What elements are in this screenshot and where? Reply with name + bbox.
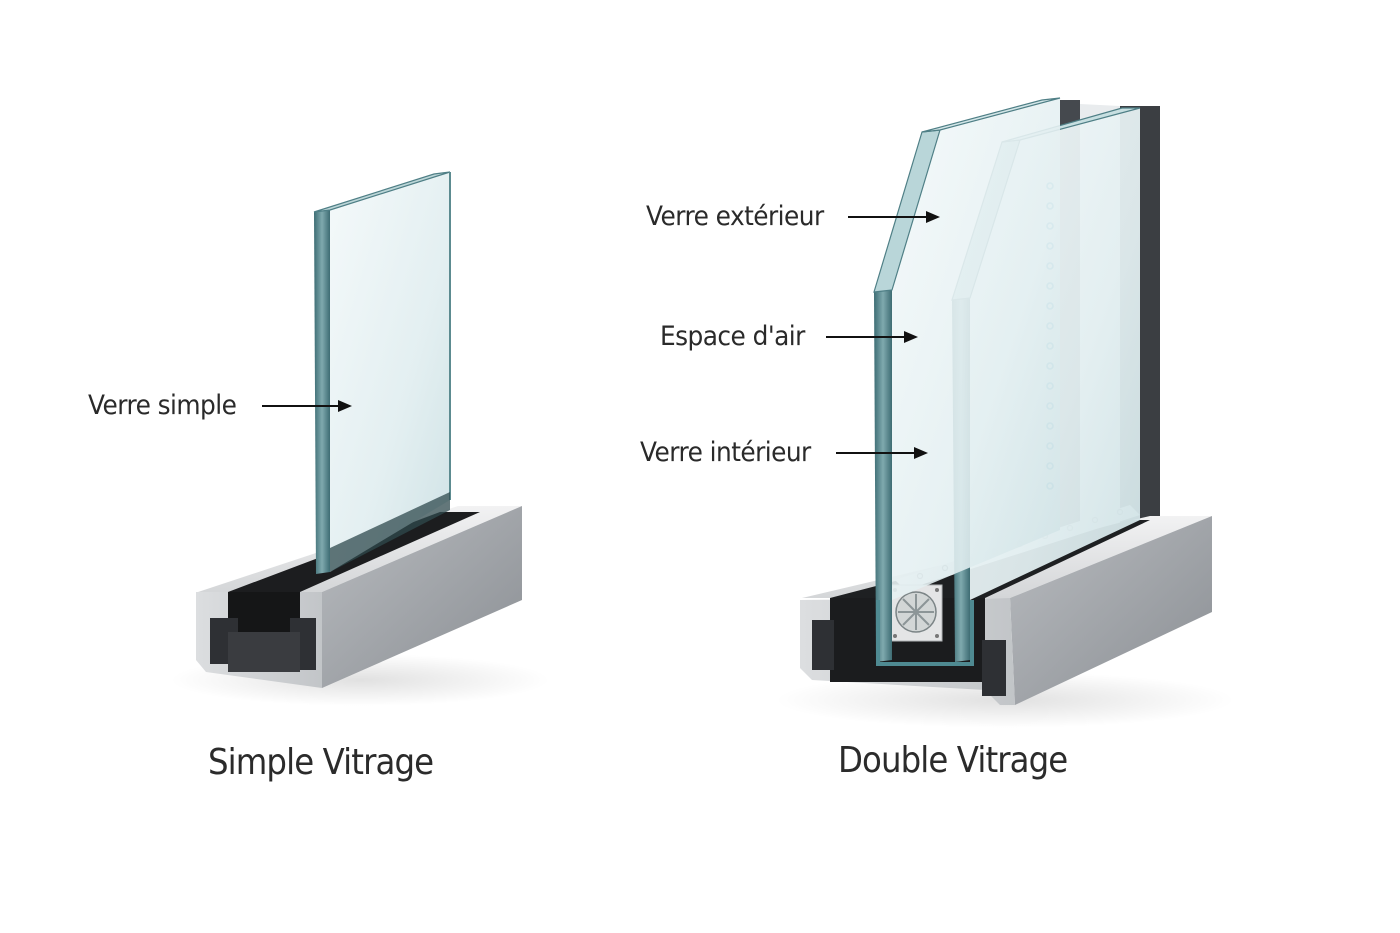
outer-glass-pane [873, 97, 1061, 662]
label-arrows [262, 211, 940, 459]
single-glass-pane [313, 171, 451, 574]
spacer-block [889, 584, 943, 642]
title-simple-vitrage: Simple Vitrage [208, 742, 434, 783]
double-glazing-illustration [775, 97, 1235, 728]
title-double-vitrage: Double Vitrage [838, 740, 1068, 781]
single-glazing-illustration [170, 171, 550, 706]
label-espace-air: Espace d'air [660, 321, 805, 352]
label-verre-exterieur: Verre extérieur [646, 201, 824, 232]
label-verre-simple: Verre simple [88, 390, 237, 421]
label-verre-interieur: Verre intérieur [640, 437, 811, 468]
frame-side-face [1010, 516, 1212, 705]
gasket-icon [228, 592, 300, 632]
frame-side-face [322, 506, 522, 688]
